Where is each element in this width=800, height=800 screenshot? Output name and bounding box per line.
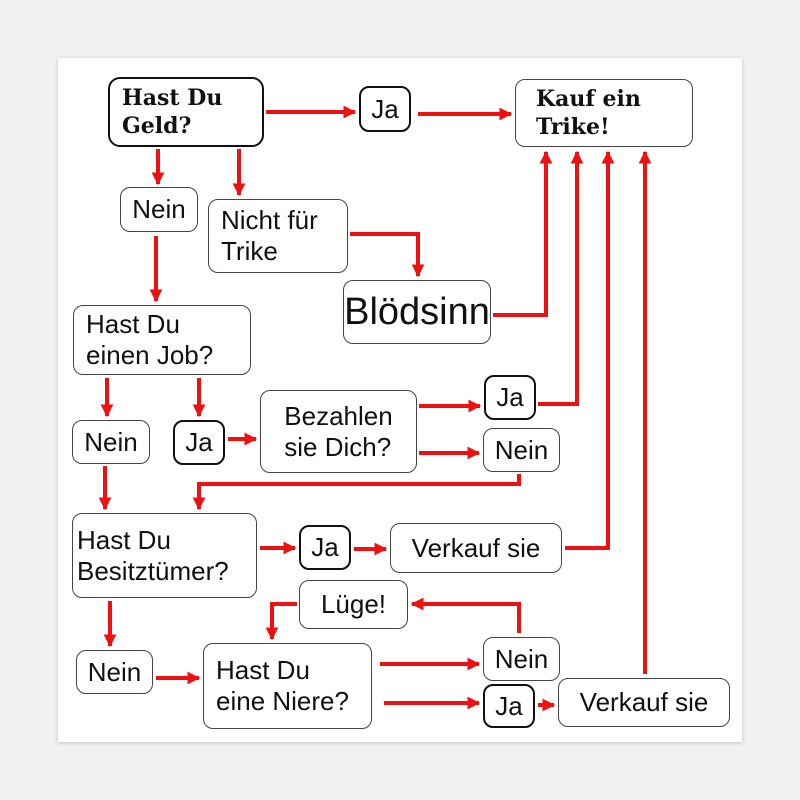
node-ja-2: Ja bbox=[173, 420, 225, 465]
node-ja-4: Ja bbox=[299, 525, 351, 570]
node-nein-1: Nein bbox=[120, 187, 198, 232]
arrow-nicht-bloedsinn bbox=[350, 232, 425, 278]
node-bezahlen-sie-dich: Bezahlen sie Dich? bbox=[260, 390, 417, 473]
node-ja-3: Ja bbox=[484, 375, 536, 420]
arrow-nein3-besitz bbox=[192, 474, 521, 511]
node-hast-du-eine-niere: Hast Du eine Niere? bbox=[203, 643, 372, 729]
arrow-nein4-luege bbox=[410, 597, 521, 633]
node-verkauf-sie-2: Verkauf sie bbox=[558, 678, 730, 727]
node-luege: Lüge! bbox=[299, 580, 408, 629]
node-nicht-fuer-trike: Nicht für Trike bbox=[208, 199, 348, 273]
node-nein-5: Nein bbox=[76, 650, 153, 694]
node-hast-du-einen-job: Hast Du einen Job? bbox=[73, 305, 251, 375]
node-nein-3: Nein bbox=[483, 428, 560, 472]
node-hast-du-besitztuemer: Hast Du Besitztümer? bbox=[72, 513, 257, 598]
arrow-verkauf1-kauf bbox=[565, 150, 615, 550]
arrow-bloedsinn-kauf bbox=[493, 150, 553, 317]
node-ja-5: Ja bbox=[483, 684, 535, 728]
node-nein-4: Nein bbox=[483, 637, 560, 681]
node-verkauf-sie-1: Verkauf sie bbox=[390, 523, 562, 573]
node-ja-1: Ja bbox=[359, 86, 411, 132]
node-hast-du-geld: Hast Du Geld? bbox=[108, 77, 264, 147]
arrow-ja3-kauf bbox=[538, 150, 584, 406]
node-bloedsinn: Blödsinn bbox=[343, 280, 491, 344]
arrow-luege-niere bbox=[265, 602, 297, 641]
node-nein-2: Nein bbox=[72, 420, 150, 464]
node-kauf-ein-trike: Kauf ein Trike! bbox=[515, 79, 693, 147]
